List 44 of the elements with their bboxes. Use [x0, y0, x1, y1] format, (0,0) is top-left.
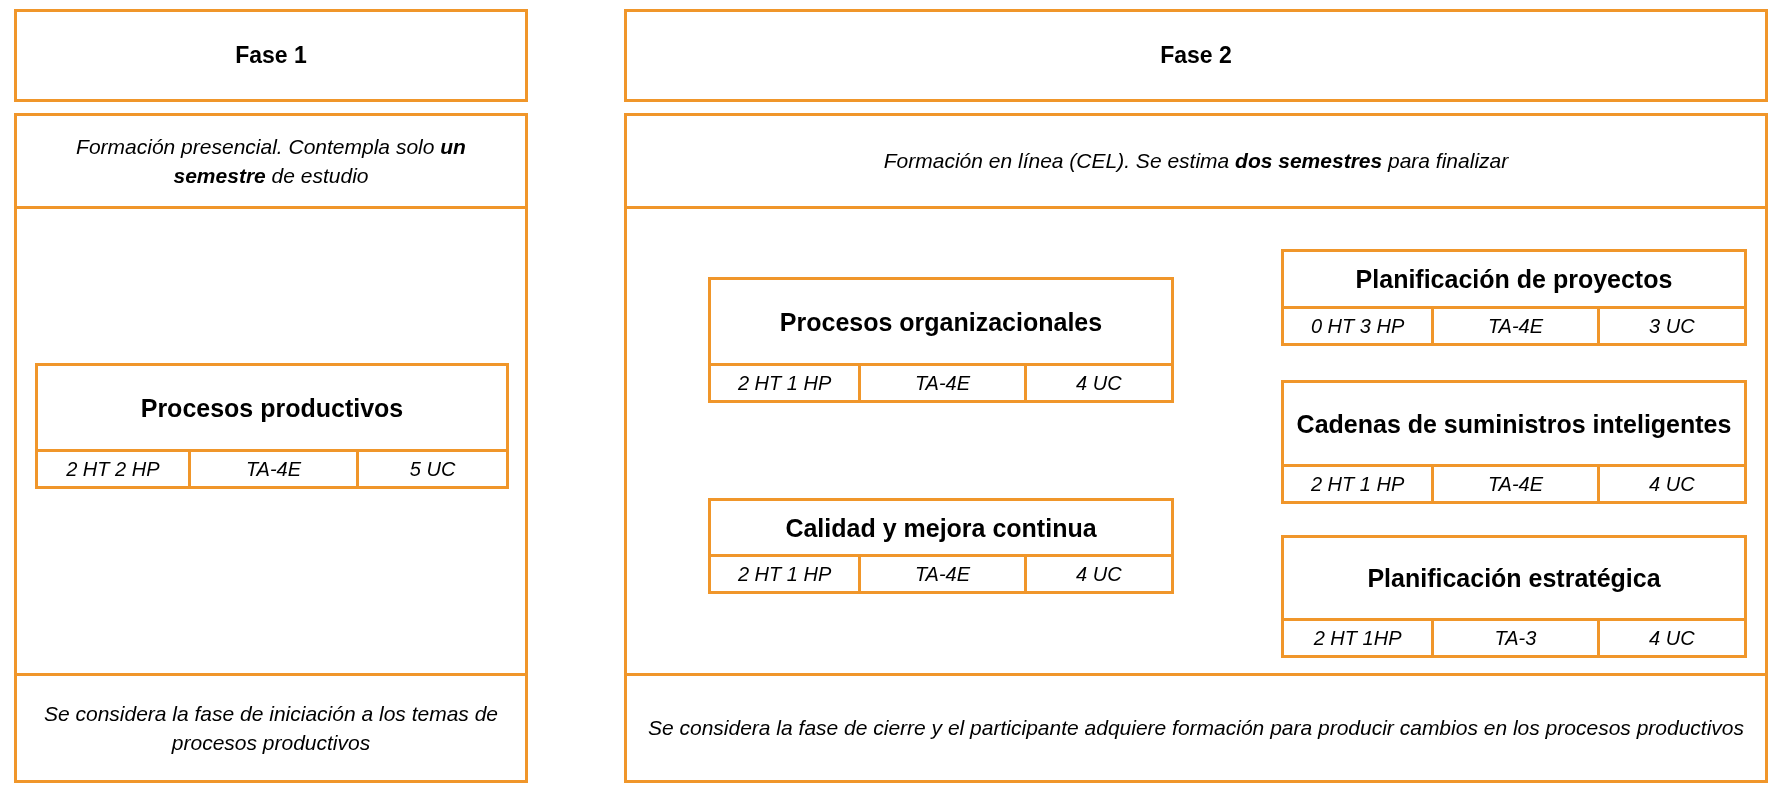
table-cell-text: 0 HT 3 HP: [1309, 313, 1406, 339]
description-panel: [624, 113, 1768, 209]
table-cell: 3 UC: [1596, 309, 1744, 343]
table-cell: TA-4E: [187, 452, 357, 486]
description-text: Se considera la fase de iniciación a los temas de procesos productivos: [42, 700, 500, 756]
table-cell-text: 2 HT 1 HP: [1309, 471, 1406, 497]
description-panel: [14, 113, 528, 209]
description-panel: [624, 673, 1768, 783]
table-cell: TA-4E: [858, 366, 1024, 400]
course-title: Planificación de proyectos: [1354, 264, 1674, 295]
table-cell: 4 UC: [1023, 366, 1171, 400]
table-cell: 5 UC: [356, 452, 506, 486]
course-title: Planificación estratégica: [1366, 563, 1662, 594]
table-cell-text: 2 HT 1 HP: [736, 370, 833, 396]
description-text: Formación en línea (CEL). Se estima dos semestres para finalizar: [883, 148, 1509, 175]
table-cell: TA-4E: [1431, 309, 1597, 343]
description-text: Formación presencial. Contempla solo un semestre de estudio: [75, 133, 467, 189]
table-cell: TA-3: [1431, 621, 1597, 655]
description-panel: [14, 673, 528, 783]
course-title: Procesos productivos: [139, 392, 405, 424]
course-box: [1281, 380, 1747, 504]
table-cell-text: 2 HT 1HP: [1312, 625, 1403, 651]
course-title: Calidad y mejora continua: [784, 512, 1098, 544]
phase-panel: [14, 206, 528, 676]
course-box: [1281, 249, 1747, 346]
phase-title: Fase 2: [1160, 42, 1232, 69]
course-box: [708, 498, 1174, 594]
course-title: Cadenas de suministros inteligentes: [1295, 408, 1733, 440]
table-cell: TA-4E: [858, 557, 1024, 591]
course-box: [1281, 535, 1747, 658]
table-cell: 4 UC: [1596, 467, 1744, 501]
course-title: Procesos organizacionales: [778, 306, 1104, 338]
description-text: Se considera la fase de cierre y el participante adquiere formación para producir cambios en los procesos productivos: [647, 715, 1745, 742]
table-cell: 4 UC: [1023, 557, 1171, 591]
phase-header: [14, 9, 528, 102]
course-box: [708, 277, 1174, 403]
course-box: [35, 363, 509, 489]
table-cell: TA-4E: [1431, 467, 1597, 501]
phase-header: [624, 9, 1768, 102]
table-cell-text: 2 HT 1 HP: [736, 561, 833, 587]
phase-title: Fase 1: [235, 42, 307, 69]
table-cell-text: 2 HT 2 HP: [65, 456, 161, 482]
table-cell: 4 UC: [1596, 621, 1744, 655]
phase-panel: [624, 206, 1768, 676]
